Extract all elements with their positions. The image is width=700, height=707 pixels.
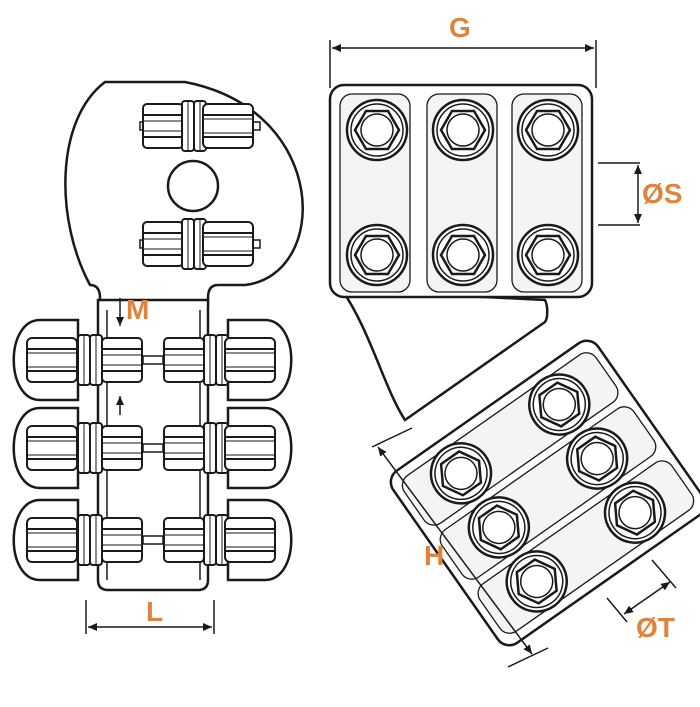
top-view-web: [339, 288, 549, 422]
top-view-upper-pad: [328, 83, 594, 299]
dimension-label-h: H: [424, 540, 445, 571]
dimension-label-l: L: [146, 596, 164, 627]
side-view-hole: [166, 159, 220, 213]
dimension-l: [85, 600, 215, 634]
dimension-s: [598, 162, 642, 226]
side-view-top-bolt-lower: [139, 218, 261, 270]
dimension-t: [606, 559, 677, 623]
top-view: [328, 40, 700, 668]
dimension-label-t: ØT: [636, 612, 675, 643]
side-view: [12, 80, 304, 634]
side-view-top-bolt-upper: [139, 100, 261, 152]
dimension-g: [329, 40, 597, 88]
side-view-bolt-rows: [12, 318, 293, 582]
dimension-h: [371, 427, 549, 668]
dimension-label-m: M: [126, 294, 150, 325]
dimension-label-s: ØS: [642, 178, 683, 209]
dimension-label-g: G: [449, 12, 471, 43]
